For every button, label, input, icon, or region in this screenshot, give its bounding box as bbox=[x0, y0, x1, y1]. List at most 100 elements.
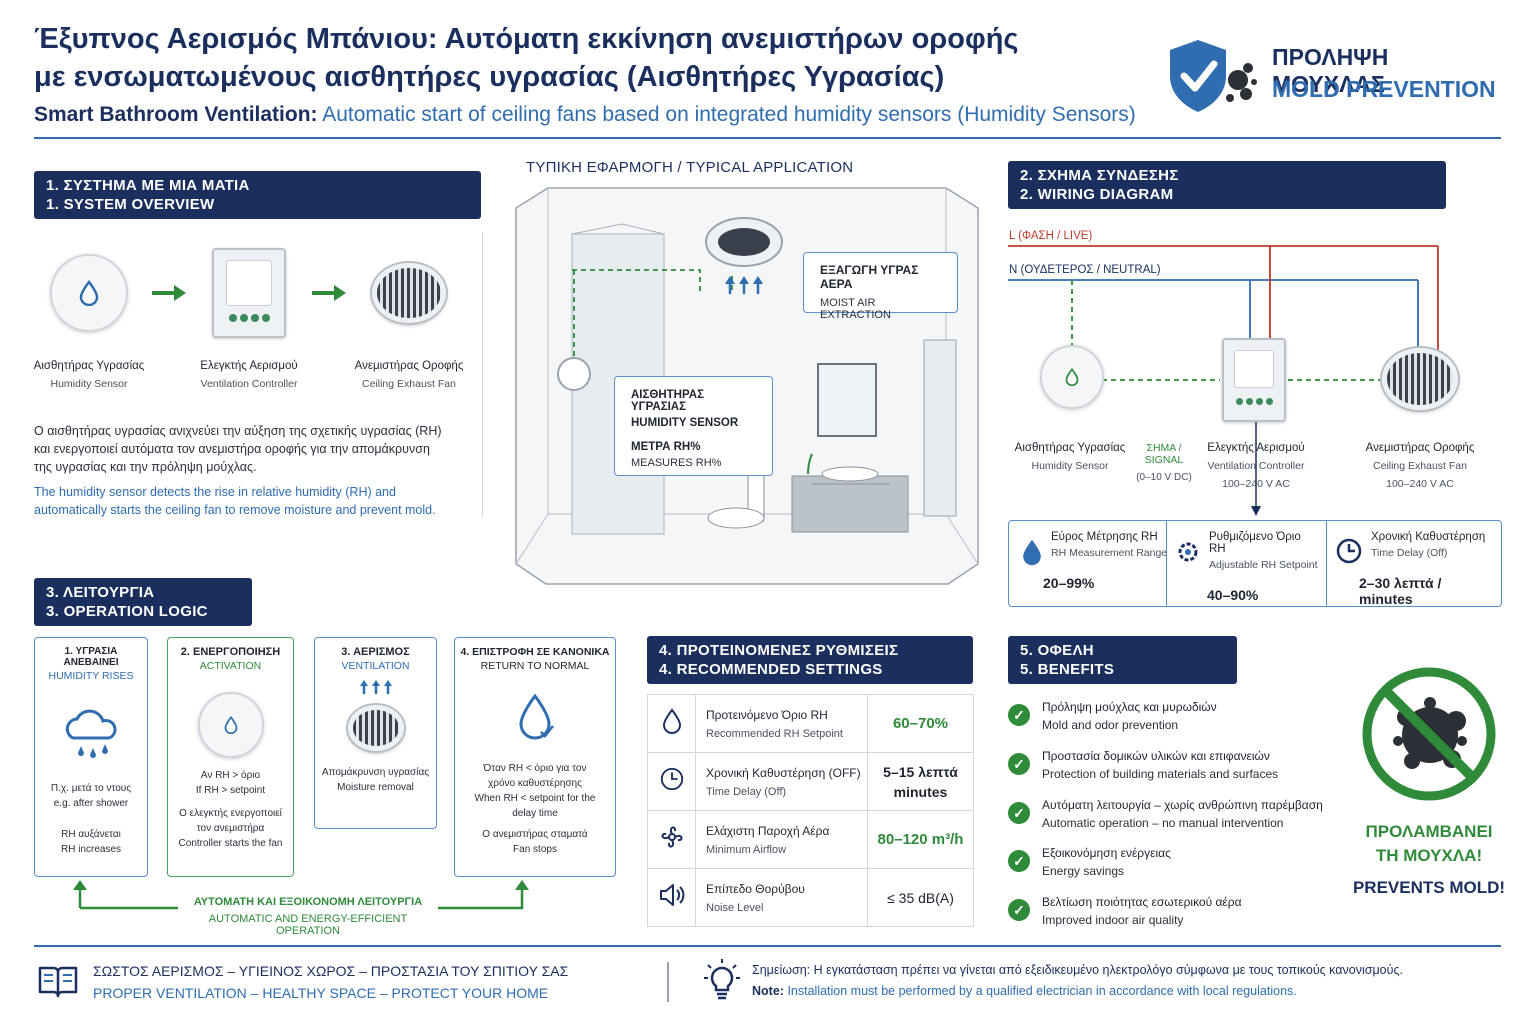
title-english-bold: Smart Bathroom Ventilation: bbox=[34, 103, 318, 126]
setting-value-unit: minutes bbox=[893, 783, 948, 800]
benefit-gr: Προστασία δομικών υλικών και επιφανειών bbox=[1042, 749, 1270, 763]
operation-footer-en: AUTOMATIC AND ENERGY-EFFICIENT OPERATION bbox=[208, 913, 408, 937]
spec-time-delay: Χρονική Καθυστέρηση Time Delay (Off) 2–3… bbox=[1327, 521, 1501, 607]
loop-arrow bbox=[73, 880, 529, 910]
clock-icon bbox=[660, 767, 683, 791]
gear-icon bbox=[1178, 542, 1198, 562]
wiring-sensor-caption: Αισθητήρας Υγρασίας Humidity Sensor bbox=[1010, 442, 1130, 472]
title-greek-line2: με ενσωματωμένους αισθητήρες υγρασίας (Α… bbox=[34, 61, 945, 93]
title-greek-line1: Έξυπνος Αερισμός Μπάνιου: Αυτόματη εκκίν… bbox=[34, 23, 1019, 55]
step-text-en: Moisture removal bbox=[337, 782, 414, 793]
step-title-gr: 1. ΥΓΡΑΣΙΑ ΑΝΕΒΑΙΝΕΙ bbox=[63, 646, 119, 668]
setting-label-en: Noise Level bbox=[706, 901, 764, 914]
wiring-header-gr: 2. ΣΧΗΜΑ ΣΥΝΔΕΣΗΣ bbox=[1020, 167, 1179, 184]
note-text-en: Installation must be performed by a qual… bbox=[787, 984, 1297, 998]
drop-check-icon bbox=[519, 693, 554, 740]
operation-header-en: 3. OPERATION LOGIC bbox=[46, 603, 208, 620]
step-text-gr: Αν RH > όριο bbox=[200, 770, 261, 781]
setting-label-gr: Επίπεδο Θορύβου bbox=[706, 881, 805, 896]
setting-label-gr: Προτεινόμενο Όριο RH bbox=[706, 707, 828, 722]
wiring-ceiling-fan bbox=[1382, 348, 1458, 410]
prevents-mold-en: PREVENTS MOLD! bbox=[1352, 878, 1506, 897]
benefit-gr: Πρόληψη μούχλας και μυρωδιών bbox=[1042, 700, 1217, 714]
settings-header-gr: 4. ΠΡΟΤΕΙΝΟΜΕΝΕΣ ΡΥΘΜΙΣΕΙΣ bbox=[659, 642, 899, 659]
footer-slogan-gr: ΣΩΣΤΟΣ ΑΕΡΙΣΜΟΣ – ΥΓΙΕΙΝΟΣ ΧΩΡΟΣ – ΠΡΟΣΤ… bbox=[93, 963, 569, 979]
setting-label-gr: Ελάχιστη Παροχή Αέρα bbox=[706, 823, 830, 838]
operation-footer: ΑΥΤΟΜΑΤΗ ΚΑΙ ΕΞΟΙΚΟΝΟΜΗ ΛΕΙΤΟΥΡΓΙΑ AUTOM… bbox=[178, 896, 438, 937]
step-title-en: HUMIDITY RISES bbox=[48, 670, 134, 682]
title-divider bbox=[34, 137, 1501, 139]
wiring-controller-caption: Ελεγκτής Αερισμού Ventilation Controller… bbox=[1196, 442, 1316, 490]
title-english: Smart Bathroom Ventilation: Automatic st… bbox=[34, 100, 1144, 130]
wiring-caption-gr: Αισθητήρας Υγρασίας bbox=[1014, 442, 1126, 454]
overview-description-en: The humidity sensor detects the rise in … bbox=[34, 485, 436, 517]
step-title-gr: 3. ΑΕΡΙΣΜΟΣ bbox=[341, 646, 410, 658]
benefit-en: Mold and odor prevention bbox=[1042, 718, 1179, 732]
check-icon: ✓ bbox=[1008, 704, 1030, 726]
book-icon bbox=[38, 966, 78, 998]
spec-label-en: Adjustable RH Setpoint bbox=[1209, 559, 1318, 571]
wiring-header: 2. ΣΧΗΜΑ ΣΥΝΔΕΣΗΣ 2. WIRING DIAGRAM bbox=[1008, 161, 1446, 209]
check-icon: ✓ bbox=[1008, 802, 1030, 824]
step-title-en: VENTILATION bbox=[341, 660, 410, 672]
setting-label-en: Recommended RH Setpoint bbox=[706, 727, 843, 740]
benefit-en: Improved indoor air quality bbox=[1042, 913, 1184, 927]
wiring-header-en: 2. WIRING DIAGRAM bbox=[1020, 186, 1174, 203]
spec-label-en: Time Delay (Off) bbox=[1371, 547, 1448, 559]
spec-label-gr: Εύρος Μέτρησης RH bbox=[1051, 531, 1158, 543]
drop-icon bbox=[224, 716, 237, 734]
footer-note: Σημείωση: Η εγκατάσταση πρέπει να γίνετα… bbox=[752, 963, 1492, 998]
wiring-caption-en: Ceiling Exhaust Fan bbox=[1373, 460, 1467, 472]
operation-header-gr: 3. ΛΕΙΤΟΥΡΓΙΑ bbox=[46, 584, 155, 601]
setting-label-gr: Χρονική Καθυστέρηση (OFF) bbox=[706, 765, 861, 780]
drop-icon bbox=[662, 708, 681, 734]
wiring-caption-voltage: 100–240 V AC bbox=[1222, 478, 1290, 490]
operation-step-3: 3. ΑΕΡΙΣΜΟΣ VENTILATION Απομάκρυνση υγρα… bbox=[314, 637, 437, 829]
operation-step-1: 1. ΥΓΡΑΣΙΑ ΑΝΕΒΑΙΝΕΙ HUMIDITY RISES Π.χ.… bbox=[34, 637, 148, 877]
check-icon: ✓ bbox=[1008, 850, 1030, 872]
benefit-gr: Αυτόματη λειτουργία – χωρίς ανθρώπινη πα… bbox=[1042, 798, 1323, 812]
wiring-diagram bbox=[1008, 245, 1439, 516]
step-text-en: e.g. after shower bbox=[53, 798, 129, 809]
shield-check-icon bbox=[1170, 40, 1257, 112]
application-title: ΤΥΠΙΚΗ ΕΦΑΡΜΟΓΗ / TYPICAL APPLICATION bbox=[526, 159, 854, 176]
benefit-gr: Βελτίωση ποιότητας εσωτερικού αέρα bbox=[1042, 895, 1242, 909]
table-row: Χρονική Καθυστέρηση (OFF)Time Delay (Off… bbox=[647, 752, 974, 811]
callout-humidity-sensor: ΑΙΣΘΗΤΗΡΑΣ ΥΓΡΑΣΙΑΣ HUMIDITY SENSOR ΜΕΤΡ… bbox=[614, 376, 773, 476]
benefits-header-en: 5. BENEFITS bbox=[1020, 661, 1115, 678]
badge-english: MOLD PREVENTION bbox=[1272, 76, 1496, 102]
sensor-icon bbox=[197, 692, 264, 758]
title-block: Έξυπνος Αερισμός Μπάνιου: Αυτόματη εκκίν… bbox=[34, 20, 1144, 130]
step-text-en: When RH < setpoint for the delay time bbox=[474, 793, 596, 819]
callout-moist-air-extraction: ΕΞΑΓΩΓΗ ΥΓΡΑΣ ΑΕΡΑ MOIST AIR EXTRACTION bbox=[803, 252, 958, 321]
spec-label-en: RH Measurement Range bbox=[1051, 547, 1168, 559]
wiring-caption-en: Ventilation Controller bbox=[1207, 460, 1305, 472]
arrow-right-icon bbox=[312, 285, 346, 301]
callout-measure-gr: ΜΕΤΡΑ RH% bbox=[631, 441, 701, 453]
benefit-item: ✓ Βελτίωση ποιότητας εσωτερικού αέρα Imp… bbox=[1008, 895, 1348, 927]
spec-rh-setpoint: Ρυθμιζόμενο Όριο RH Adjustable RH Setpoi… bbox=[1167, 521, 1327, 606]
setting-label-en: Minimum Airflow bbox=[706, 843, 787, 856]
step-title-gr: 4. ΕΠΙΣΤΡΟΦΗ ΣΕ ΚΑΝΟΝΙΚΑ bbox=[460, 646, 610, 658]
setting-value: 5–15 λεπτά bbox=[883, 763, 958, 780]
wiring-controller bbox=[1222, 338, 1286, 422]
step-title-en: RETURN TO NORMAL bbox=[480, 660, 590, 672]
drop-icon bbox=[1023, 539, 1041, 566]
overview-item-label-gr: Ανεμιστήρας Οροφής bbox=[354, 360, 464, 372]
note-label-en: Note: bbox=[752, 984, 784, 998]
overview-header-en: 1. SYSTEM OVERVIEW bbox=[46, 196, 215, 213]
spec-label-gr: Χρονική Καθυστέρηση bbox=[1371, 531, 1486, 543]
overview-item-fan: Ανεμιστήρας Οροφής Ceiling Exhaust Fan bbox=[344, 360, 474, 390]
callout-extract-en: MOIST AIR EXTRACTION bbox=[820, 297, 891, 321]
step-text-gr: Όταν RH < όριο για τον χρόνο καθυστέρηση… bbox=[483, 763, 587, 789]
overview-item-controller: Ελεγκτής Αερισμού Ventilation Controller bbox=[184, 360, 314, 390]
wiring-signal-label: ΣΗΜΑ / SIGNAL bbox=[1144, 442, 1184, 466]
wiring-caption-en: Humidity Sensor bbox=[1031, 460, 1109, 472]
step-text-en: Controller starts the fan bbox=[178, 838, 283, 849]
setting-value: ≤ 35 dB(A) bbox=[887, 889, 954, 906]
operation-step-4: 4. ΕΠΙΣΤΡΟΦΗ ΣΕ ΚΑΝΟΝΙΚΑ RETURN TO NORMA… bbox=[454, 637, 616, 877]
benefits-header: 5. ΟΦΕΛΗ 5. BENEFITS bbox=[1008, 636, 1237, 684]
footer-slogan-en: PROPER VENTILATION – HEALTHY SPACE – PRO… bbox=[93, 985, 549, 1001]
section-divider bbox=[482, 232, 483, 518]
fan-icon bbox=[347, 705, 404, 751]
